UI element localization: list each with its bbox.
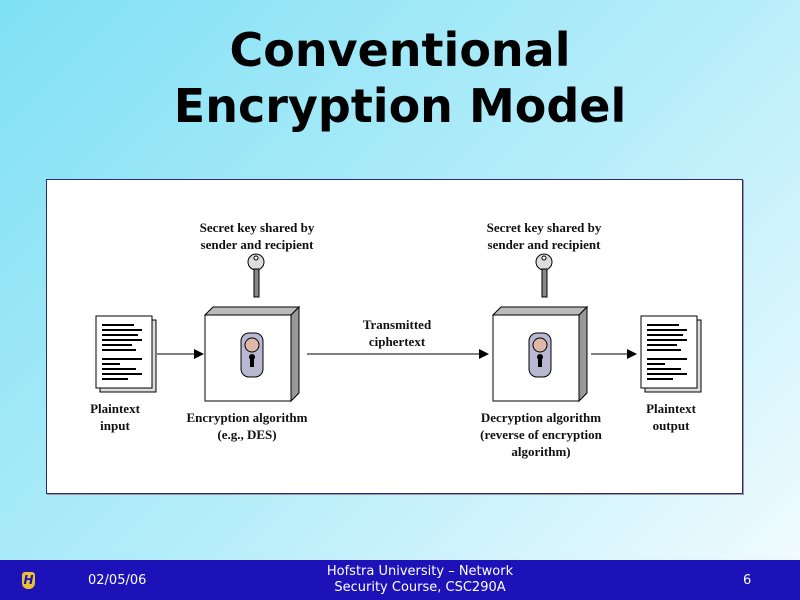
decryption-box-icon xyxy=(492,306,588,402)
title-line-1: Conventional xyxy=(229,23,571,77)
decryption-label-3: algorithm) xyxy=(511,444,570,459)
plaintext-input-document-icon xyxy=(95,315,157,393)
plaintext-output-label-2: output xyxy=(653,418,691,433)
slide-footer: H 02/05/06 Hofstra University – Network … xyxy=(0,560,800,600)
hofstra-logo-icon: H xyxy=(22,572,35,589)
title-line-2: Encryption Model xyxy=(173,79,627,133)
encryption-label-1: Encryption algorithm xyxy=(187,410,308,425)
plaintext-input-label-1: Plaintext xyxy=(90,401,140,416)
key-label-right-2: sender and recipient xyxy=(488,237,602,252)
plaintext-output-label-1: Plaintext xyxy=(646,401,696,416)
key-label-left-2: sender and recipient xyxy=(201,237,315,252)
decryption-label-2: (reverse of encryption xyxy=(480,427,603,442)
plaintext-input-label-2: input xyxy=(100,418,130,433)
footer-course-line-1: Hofstra University – Network xyxy=(326,564,514,579)
key-label-left-1: Secret key shared by xyxy=(200,220,315,235)
encryption-label-2: (e.g., DES) xyxy=(217,427,276,442)
plaintext-output-document-icon xyxy=(640,315,702,393)
key-icon-left xyxy=(247,253,265,298)
key-icon-right xyxy=(535,253,553,298)
slide-title: Conventional Encryption Model xyxy=(0,22,800,134)
key-label-right-1: Secret key shared by xyxy=(487,220,602,235)
footer-course-line-2: Security Course, CSC290A xyxy=(334,580,506,595)
encryption-box-icon xyxy=(204,306,300,402)
transmitted-label-2: ciphertext xyxy=(369,334,426,349)
encryption-model-diagram: Secret key shared by sender and recipien… xyxy=(46,179,743,494)
footer-course: Hofstra University – Network Security Co… xyxy=(300,564,540,596)
footer-page-number: 6 xyxy=(743,573,752,588)
transmitted-label-1: Transmitted xyxy=(363,317,432,332)
footer-date: 02/05/06 xyxy=(88,573,147,588)
decryption-label-1: Decryption algorithm xyxy=(481,410,601,425)
